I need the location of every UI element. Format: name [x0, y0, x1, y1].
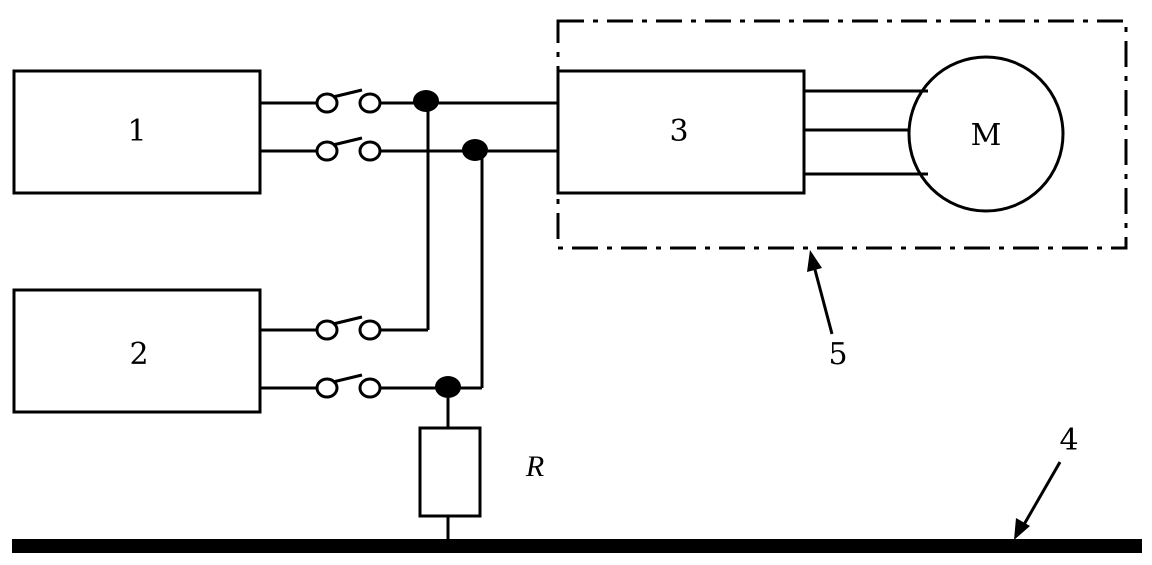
junction-dot-resistor — [435, 376, 461, 398]
switch-box2-lower — [315, 373, 382, 399]
source-box-2-label: 2 — [129, 337, 148, 372]
ground-bar-label: 4 — [1059, 423, 1078, 458]
source-box-2: 2 — [12, 288, 262, 414]
motor-label: M — [971, 118, 1002, 153]
switch-box1-upper — [315, 88, 382, 114]
motor: M — [907, 55, 1065, 213]
resistor-label: R — [525, 450, 544, 483]
converter-box-3-label: 3 — [669, 114, 688, 149]
source-box-1-label: 1 — [127, 114, 146, 149]
enclosure-dashdot-boundary — [556, 19, 1128, 250]
switch-box2-upper — [315, 315, 382, 341]
source-box-1: 1 — [12, 69, 262, 195]
box2-output-wires — [260, 328, 482, 390]
switch-box1-lower — [315, 136, 382, 162]
enclosure-arrow — [807, 250, 834, 335]
box1-output-wires — [260, 101, 558, 153]
ground-bar-arrow — [1014, 461, 1062, 540]
junction-dot-lower — [462, 139, 488, 161]
three-phase-output-lines — [804, 89, 928, 176]
resistor: R — [418, 398, 544, 542]
junction-dot-upper — [413, 90, 439, 112]
converter-box-3: 3 — [556, 69, 806, 195]
enclosure-label: 5 — [828, 337, 847, 372]
ground-bar — [12, 539, 1142, 553]
